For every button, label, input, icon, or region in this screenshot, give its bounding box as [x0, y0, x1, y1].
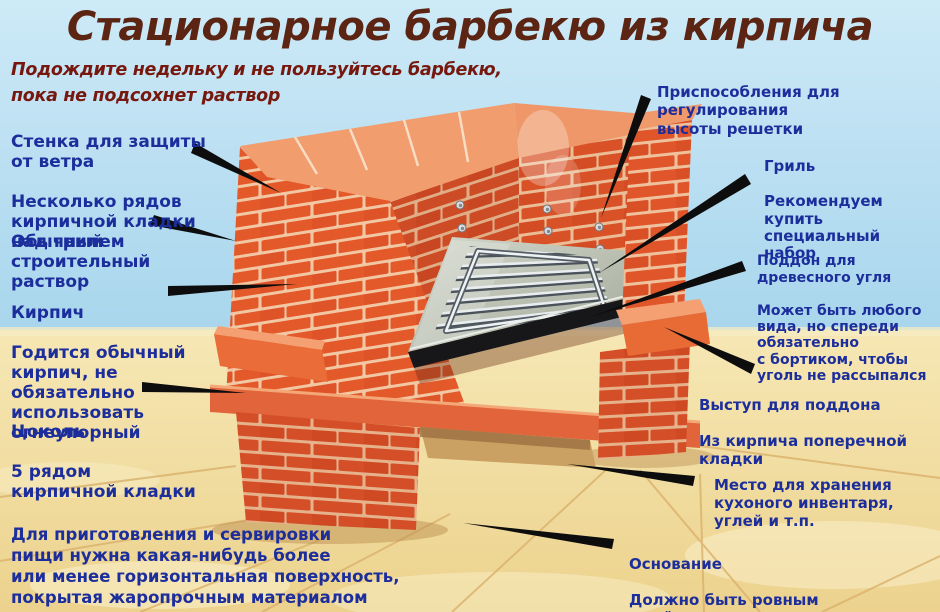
callout-worktop-note: Для приготовления и сервировки пищи нужн…	[11, 525, 400, 607]
callout-tray-ledge-heading: Выступ для поддона	[699, 396, 881, 414]
callout-plinth-body: 5 рядом кирпичной кладки	[11, 462, 196, 502]
line-adjusters	[601, 95, 651, 218]
left-ledge-brick	[214, 326, 328, 382]
line-ledge	[664, 327, 755, 374]
callout-charcoal-tray-body: Может быть любого вида, но спереди обяза…	[757, 302, 927, 385]
callout-brick-heading: Кирпич	[11, 303, 85, 323]
page-title: Стационарное барбекю из кирпича	[66, 4, 874, 50]
callout-storage: Место для хранения кухоного инвентаря, у…	[714, 458, 894, 548]
callout-plinth: Цоколь 5 рядом кирпичной кладки	[11, 402, 196, 522]
right-pillar	[622, 104, 702, 316]
tray-ledge-brick	[616, 299, 710, 356]
line-plinth	[142, 382, 246, 393]
callout-plinth-heading: Цоколь	[11, 422, 85, 442]
callout-grill-body: Рекомендуем купить специальный набор	[764, 192, 883, 263]
callout-lines	[142, 95, 755, 549]
callout-grate-adjusters: Приспособления для регулирования высоты …	[657, 64, 840, 157]
intro-note: Подождите недельку и не пользуйтесь барб…	[11, 60, 502, 106]
callout-mortar-heading: Обычный строительный раствор	[11, 232, 151, 292]
callout-grill: Гриль Рекомендуем купить специальный наб…	[764, 141, 883, 280]
tray-front-edge	[408, 294, 640, 384]
callout-brick: Кирпич Годится обычный кирпич, не обязат…	[11, 283, 186, 463]
callout-wind-wall-body: Несколько рядов кирпичной кладки над гри…	[11, 192, 196, 252]
callout-brick-body: Годится обычный кирпич, не обязательно и…	[11, 343, 186, 443]
line-tray	[590, 261, 746, 317]
callout-storage-body: Место для хранения кухоного инвентаря, у…	[714, 476, 894, 530]
callout-base-body: Должно быть ровным и твёрдым	[629, 591, 819, 612]
right-pillar-lower	[598, 340, 690, 460]
line-base	[463, 523, 614, 549]
line-brick	[168, 284, 297, 296]
line-grill	[599, 174, 751, 273]
callout-wind-wall: Стенка для защиты от ветра Несколько ряд…	[11, 112, 206, 272]
storage-space	[420, 427, 596, 468]
callout-charcoal-tray-heading: Поддон для древесного угля	[757, 253, 892, 286]
callout-tray-ledge-body: Из кирпича поперечной кладки	[699, 432, 908, 468]
callout-charcoal-tray: Поддон для древесного угля Может быть лю…	[757, 237, 926, 401]
tile-joint-lines	[0, 445, 940, 612]
line-wind-wall	[191, 143, 281, 193]
sand-ground	[0, 327, 940, 612]
callout-base: Основание Должно быть ровным и твёрдым	[629, 537, 819, 612]
line-storage	[567, 464, 695, 486]
plinth-pedestal	[236, 412, 420, 530]
line-mortar	[150, 215, 236, 241]
callout-base-heading: Основание	[629, 555, 722, 573]
callout-wind-wall-heading: Стенка для защиты от ветра	[11, 132, 206, 172]
callout-grill-heading: Гриль	[764, 157, 816, 176]
callout-tray-ledge: Выступ для поддона Из кирпича поперечной…	[699, 378, 907, 486]
callout-mortar: Обычный строительный раствор	[11, 212, 150, 312]
callout-grate-adjusters-heading: Приспособления для регулирования высоты …	[657, 82, 840, 138]
